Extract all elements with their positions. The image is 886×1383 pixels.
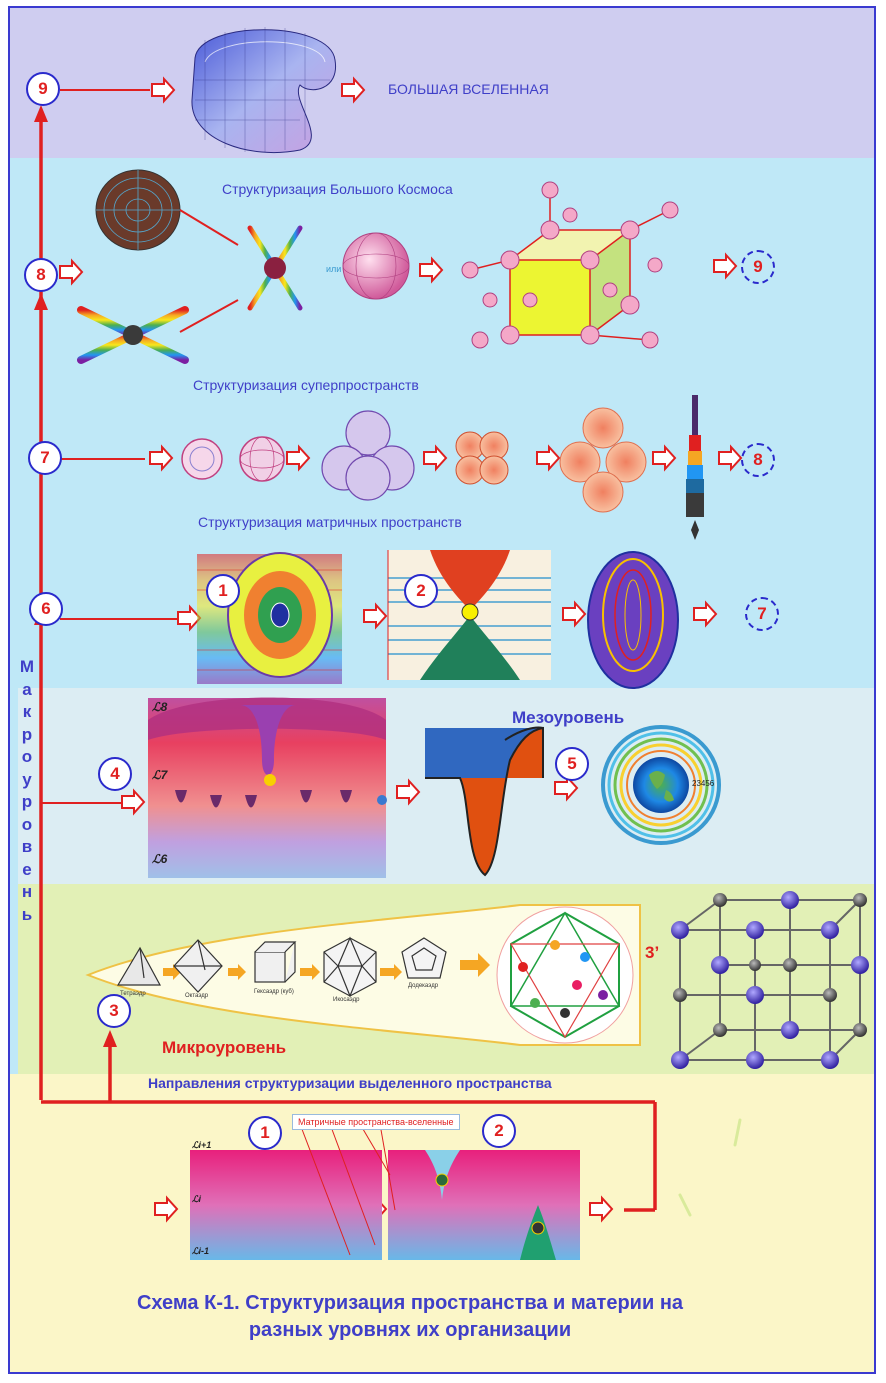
block-arrows (59, 76, 743, 1223)
level-badge-3: 3 (97, 994, 131, 1028)
micro-structures (85, 891, 869, 1069)
caption-line-1: Схема К-1. Структуризация пространства и… (136, 1292, 684, 1314)
level-badge-8: 8 (24, 258, 58, 292)
level-badge-6: 6 (29, 592, 63, 626)
flow-lines (39, 89, 657, 1212)
direction-label: Направления структуризации выделенного п… (148, 1075, 552, 1091)
matrix-structures (197, 550, 679, 689)
level-badge-9: 9 (26, 72, 60, 106)
level-ref-7: 7 (745, 597, 779, 631)
layer-label-l6: ℒ6 (152, 852, 168, 866)
layer-label-li: ℒi (192, 1194, 201, 1204)
macro-strip (10, 688, 18, 1074)
layer-label-li1: ℒi+1 (192, 1140, 212, 1150)
vertical-letter: н (21, 882, 33, 901)
level-label-3-prime: 3’ (645, 943, 660, 962)
micro-level-label: Микроуровень (162, 1038, 287, 1057)
solid-label-cube: Гексаэдр (куб) (254, 989, 294, 995)
vertical-letter: у (22, 769, 32, 789)
diagram-caption: Схема К-1. Структуризация пространства и… (40, 1290, 780, 1344)
matrix-structurization-label: Структуризация матричных пространств (198, 514, 462, 530)
vertical-letter: а (22, 679, 32, 699)
solid-label-octa: Октаэдр (185, 993, 209, 999)
level-badge-7: 7 (28, 441, 62, 475)
caption-line-2: разных уровнях их организации (248, 1319, 572, 1341)
vertical-letter: М (19, 657, 35, 676)
macro-level-vertical-label: М а к р о у р о в е н ь (18, 656, 36, 926)
vertical-letter: р (21, 724, 33, 744)
level-badge-5: 5 (555, 747, 589, 781)
level-ref-9: 9 (741, 250, 775, 284)
solid-label-tetra: Тетраэдр (120, 991, 146, 997)
mobius-band-illustration (191, 27, 336, 154)
vertical-letter: ь (21, 904, 33, 924)
vertical-letter: о (21, 747, 33, 766)
universe-badge-1: 1 (248, 1116, 282, 1150)
big-universe-label: БОЛЬШАЯ ВСЕЛЕННАЯ (388, 81, 549, 97)
layer-label-lim1: ℒi-1 (192, 1246, 209, 1256)
vertical-letter: в (21, 837, 33, 856)
matrix-universes (190, 1118, 742, 1260)
matrix-panel-badge-1: 1 (206, 574, 240, 608)
meso-structures (148, 697, 721, 878)
meso-level-label: Мезоуровень (512, 708, 625, 727)
diagram-frame (8, 6, 876, 1374)
vertical-letter: о (21, 814, 33, 834)
superspace-structures (181, 395, 704, 540)
crystal-lattice (671, 891, 869, 1069)
vertical-letter: е (22, 859, 32, 879)
superspace-structurization-label: Структуризация суперпространств (193, 377, 419, 393)
vertical-letter: к (22, 702, 32, 721)
level-badge-4: 4 (98, 757, 132, 791)
universe-badge-2: 2 (482, 1114, 516, 1148)
or-label: или (326, 264, 342, 274)
solid-label-icosa: Икосаэдр (333, 997, 360, 1003)
matrix-universes-tag: Матричные пространства-вселенные (292, 1114, 460, 1130)
earth-ring-numbers: 23456 (692, 779, 715, 788)
level-ref-8: 8 (741, 443, 775, 477)
matrix-panel-badge-2: 2 (404, 574, 438, 608)
cosmos-structurization-label: Структуризация Большого Космоса (222, 181, 453, 197)
cosmos-structures (77, 169, 679, 394)
solid-label-dodeca: Додекаэдр (408, 983, 439, 989)
vertical-letter: р (21, 792, 33, 811)
layer-label-l7: ℒ7 (152, 768, 168, 782)
layer-label-l8: ℒ8 (152, 700, 168, 714)
flow-arrowheads (34, 105, 117, 1047)
